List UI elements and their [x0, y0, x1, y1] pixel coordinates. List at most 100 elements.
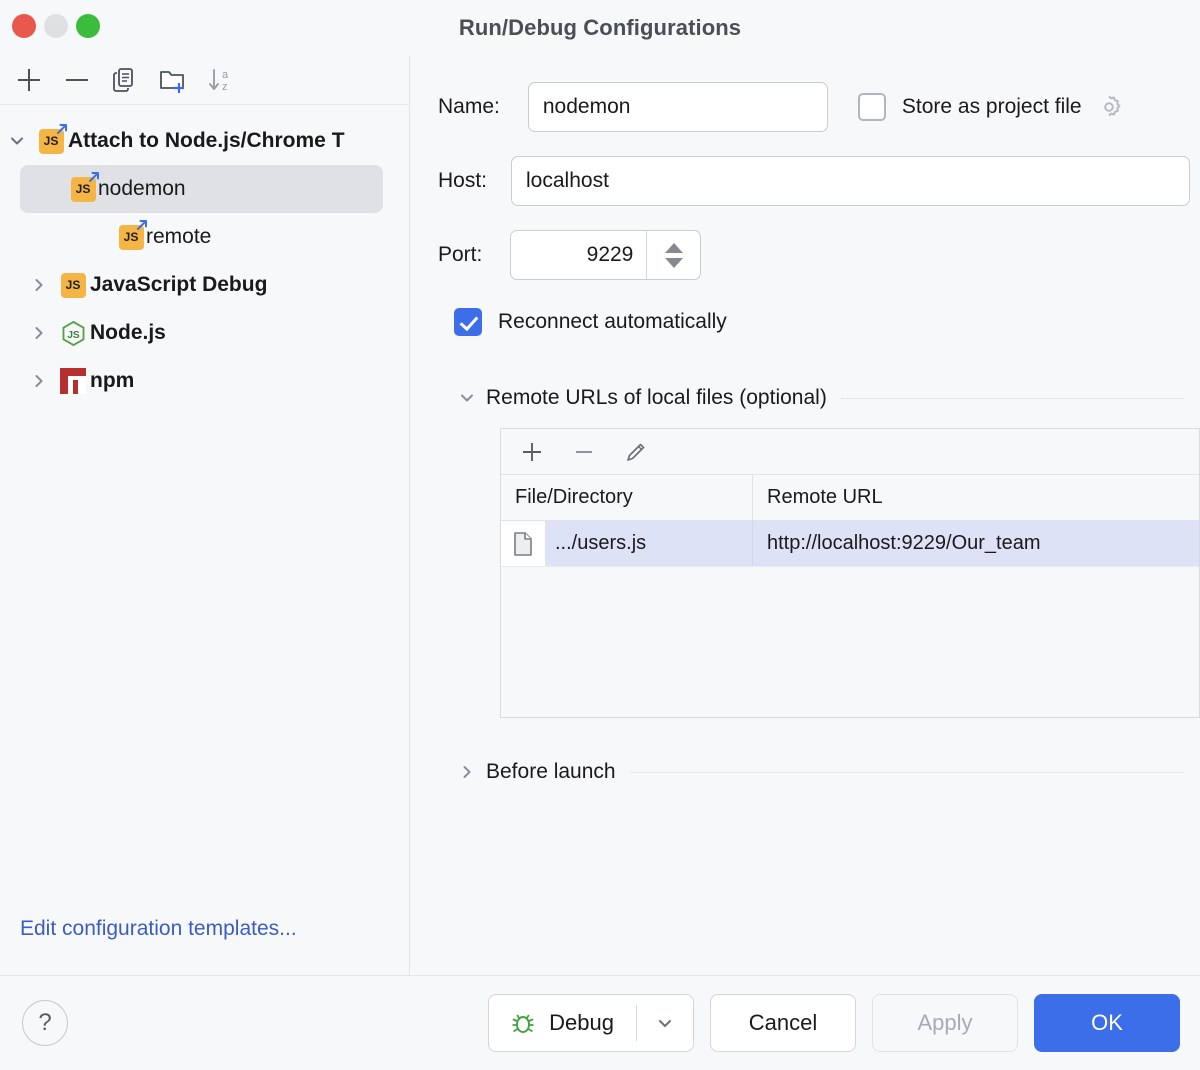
dialog-button-bar: ? Debug Cancel Apply OK: [0, 976, 1200, 1070]
js-remote-icon: JS: [34, 123, 68, 154]
gear-icon[interactable]: [1096, 94, 1122, 120]
tree-item-label: JavaScript Debug: [90, 273, 268, 296]
debug-dropdown-button[interactable]: [637, 995, 693, 1051]
minus-icon: [576, 450, 592, 453]
column-header-file-directory[interactable]: File/Directory: [501, 475, 753, 520]
tree-item-remote[interactable]: JS remote: [0, 213, 409, 261]
add-configuration-button[interactable]: [8, 61, 50, 99]
chevron-down-icon[interactable]: [0, 131, 34, 151]
remove-configuration-button[interactable]: [56, 61, 98, 99]
column-header-remote-url[interactable]: Remote URL: [767, 486, 883, 508]
chevron-down-icon: [659, 1020, 671, 1027]
tree-item-label: remote: [146, 225, 212, 248]
spinner-up-icon[interactable]: [664, 242, 683, 253]
js-remote-icon: JS: [68, 171, 99, 202]
name-input[interactable]: nodemon: [527, 82, 828, 132]
spinner-down-icon[interactable]: [664, 257, 683, 268]
debug-button-label: Debug: [549, 1010, 614, 1035]
file-icon: [501, 521, 545, 566]
copy-configuration-button[interactable]: [104, 61, 146, 99]
store-as-project-file-control[interactable]: Store as project file: [857, 93, 1122, 121]
tree-item-npm[interactable]: npm: [0, 357, 409, 405]
chevron-right-icon[interactable]: [454, 762, 480, 782]
tree-item-attach-to-node-chrome[interactable]: JS Attach to Node.js/Chrome T: [0, 117, 409, 165]
window-controls: [12, 14, 100, 38]
port-label: Port:: [438, 243, 483, 266]
add-mapping-button[interactable]: [515, 435, 549, 469]
tree-item-nodemon[interactable]: JS nodemon: [20, 165, 383, 213]
nodejs-icon: JS: [56, 320, 90, 347]
name-label: Name:: [438, 95, 500, 118]
remote-urls-section-title: Remote URLs of local files (optional): [486, 386, 827, 409]
chevron-down-icon[interactable]: [454, 388, 480, 408]
tree-item-label: Node.js: [90, 321, 166, 344]
store-as-project-file-label: Store as project file: [901, 95, 1082, 118]
edit-configuration-templates-link[interactable]: Edit configuration templates...: [20, 917, 297, 940]
svg-text:a: a: [222, 69, 229, 81]
section-divider: [840, 397, 1184, 399]
minus-icon: [66, 79, 88, 81]
remote-urls-table-panel: File/Directory Remote URL .../users.js h…: [500, 428, 1200, 718]
reconnect-automatically-label: Reconnect automatically: [498, 310, 727, 333]
plus-icon: [18, 69, 40, 91]
svg-text:z: z: [222, 81, 228, 93]
debug-button[interactable]: Debug: [488, 994, 694, 1052]
chevron-right-icon[interactable]: [22, 371, 56, 391]
remove-mapping-button[interactable]: [567, 435, 601, 469]
remote-arrow-icon: [88, 171, 99, 182]
reconnect-automatically-checkbox[interactable]: [454, 308, 482, 336]
folder-add-icon: [160, 71, 184, 93]
port-stepper[interactable]: 9229: [510, 230, 702, 280]
cell-remote-url[interactable]: http://localhost:9229/Our_team: [753, 521, 1199, 566]
table-row[interactable]: .../users.js http://localhost:9229/Our_t…: [501, 521, 1199, 567]
tree-item-nodejs[interactable]: JS Node.js: [0, 309, 409, 357]
host-row: Host: localhost: [438, 156, 1200, 206]
store-as-project-file-checkbox[interactable]: [857, 93, 886, 121]
remote-urls-section-header[interactable]: Remote URLs of local files (optional): [454, 386, 1200, 410]
chevron-right-icon[interactable]: [22, 323, 56, 343]
button-divider: [636, 1005, 637, 1041]
configurations-toolbar: a z: [0, 56, 409, 105]
host-label: Host:: [438, 169, 488, 192]
new-folder-button[interactable]: [152, 61, 194, 99]
minimize-button[interactable]: [44, 14, 68, 38]
reconnect-automatically-control[interactable]: Reconnect automatically: [454, 308, 727, 336]
npm-icon: [56, 368, 90, 394]
copy-icon: [113, 68, 133, 92]
tree-item-label: Attach to Node.js/Chrome T: [68, 129, 345, 152]
js-remote-icon: JS: [116, 219, 147, 250]
name-row: Name: nodemon Store as project file: [438, 82, 1200, 132]
remote-urls-toolbar: [501, 429, 1199, 475]
ok-button[interactable]: OK: [1034, 994, 1180, 1052]
edit-mapping-button[interactable]: [619, 435, 653, 469]
reconnect-row: Reconnect automatically: [454, 308, 1200, 336]
port-spinner-buttons[interactable]: [646, 231, 700, 279]
pencil-icon: [627, 443, 645, 461]
port-input[interactable]: 9229: [586, 243, 634, 266]
before-launch-section-header[interactable]: Before launch: [454, 760, 1200, 784]
svg-text:JS: JS: [67, 329, 80, 340]
configuration-form: Name: nodemon Store as project file Host…: [410, 56, 1200, 975]
cancel-button[interactable]: Cancel: [710, 994, 856, 1052]
configurations-tree[interactable]: JS Attach to Node.js/Chrome T JS: [0, 105, 409, 917]
remote-urls-table-header: File/Directory Remote URL: [501, 475, 1199, 521]
table-empty-area[interactable]: [501, 567, 1199, 717]
configurations-pane: a z JS: [0, 56, 410, 975]
help-button[interactable]: ?: [22, 1000, 68, 1046]
cell-file-directory[interactable]: .../users.js: [545, 521, 753, 566]
section-divider: [629, 771, 1184, 773]
port-row: Port: 9229: [438, 230, 1200, 280]
remote-arrow-icon: [136, 219, 147, 230]
title-bar: Run/Debug Configurations: [0, 0, 1200, 56]
configurations-footer: Edit configuration templates...: [0, 917, 409, 975]
apply-button[interactable]: Apply: [872, 994, 1018, 1052]
close-button[interactable]: [12, 14, 36, 38]
sort-az-icon: a z: [209, 69, 229, 93]
sort-alphabetically-button[interactable]: a z: [200, 61, 242, 99]
tree-item-javascript-debug[interactable]: JS JavaScript Debug: [0, 261, 409, 309]
remote-arrow-icon: [56, 123, 67, 134]
zoom-button[interactable]: [76, 14, 100, 38]
plus-icon: [523, 442, 541, 461]
chevron-right-icon[interactable]: [22, 275, 56, 295]
host-input[interactable]: localhost: [511, 156, 1190, 206]
